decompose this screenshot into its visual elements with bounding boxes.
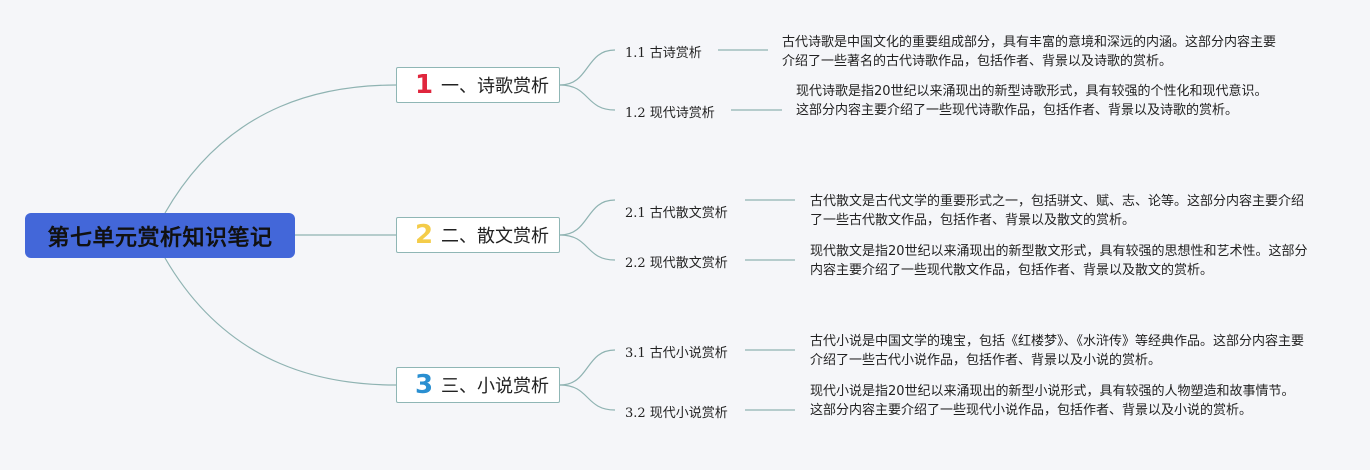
branch-2-to-topic-a-line — [559, 199, 616, 236]
branch-node-prose[interactable]: 2 二、散文赏析 — [396, 217, 560, 253]
number-1-icon: 1 — [414, 70, 434, 100]
branch-title: 一、诗歌赏析 — [441, 76, 549, 97]
branch-title: 三、小说赏析 — [441, 376, 549, 397]
topic-ancient-poetry[interactable]: 1.1 古诗赏析 — [625, 46, 702, 61]
topic-ancient-prose[interactable]: 2.1 古代散文赏析 — [625, 206, 728, 221]
root-node[interactable]: 第七单元赏析知识笔记 — [25, 213, 295, 258]
root-title: 第七单元赏析知识笔记 — [47, 225, 273, 251]
topic-description: 现代散文是指20世纪以来涌现出的新型散文形式，具有较强的思想性和艺术性。这部分内… — [810, 244, 1308, 278]
root-to-branch-3-line — [164, 257, 397, 386]
branch-node-poetry[interactable]: 1 一、诗歌赏析 — [396, 67, 560, 103]
topic-description: 现代小说是指20世纪以来涌现出的新型小说形式，具有较强的人物塑造和故事情节。这部… — [810, 384, 1295, 418]
topic-modern-poetry[interactable]: 1.2 现代诗赏析 — [625, 106, 715, 121]
topic-description: 古代小说是中国文学的瑰宝，包括《红楼梦》、《水浒传》等经典作品。这部分内容主要介… — [810, 334, 1305, 368]
topic-ancient-fiction[interactable]: 3.1 古代小说赏析 — [625, 346, 728, 361]
topic-description: 古代诗歌是中国文化的重要组成部分，具有丰富的意境和深远的内涵。这部分内容主要介绍… — [782, 35, 1277, 69]
number-2-icon: 2 — [414, 220, 434, 250]
branch-1-to-topic-a-line — [559, 49, 616, 86]
branch-3-to-topic-b-line — [559, 384, 616, 411]
number-3-icon: 3 — [414, 370, 434, 400]
root-to-branch-1-line — [164, 84, 397, 214]
branch-1-to-topic-b-line — [559, 84, 616, 111]
topic-modern-fiction[interactable]: 3.2 现代小说赏析 — [625, 406, 728, 421]
topic-description: 古代散文是古代文学的重要形式之一，包括骈文、赋、志、论等。这部分内容主要介绍了一… — [810, 194, 1305, 228]
branch-2-to-topic-b-line — [559, 234, 616, 261]
topic-description: 现代诗歌是指20世纪以来涌现出的新型诗歌形式，具有较强的个性化和现代意识。这部分… — [796, 84, 1268, 118]
branch-3-to-topic-a-line — [559, 349, 616, 386]
topic-modern-prose[interactable]: 2.2 现代散文赏析 — [625, 256, 728, 271]
branch-node-fiction[interactable]: 3 三、小说赏析 — [396, 367, 560, 403]
branch-title: 二、散文赏析 — [441, 226, 549, 247]
